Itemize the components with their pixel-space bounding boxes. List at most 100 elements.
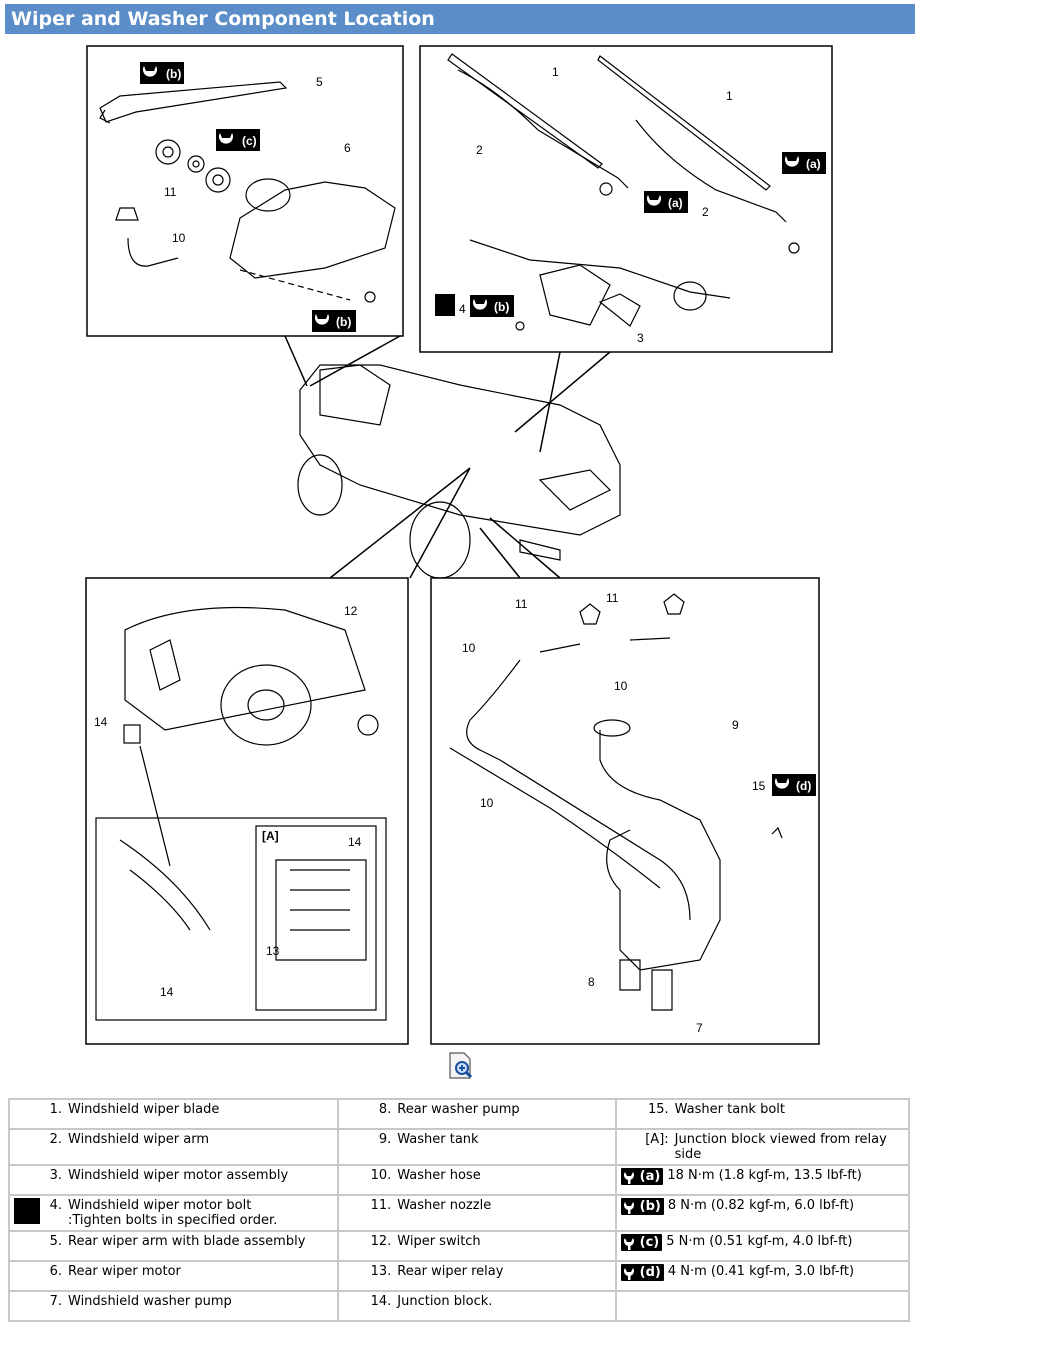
callout-14-bottom: 14 <box>160 985 174 999</box>
torque-tag-a-label-2: (a) <box>668 196 683 210</box>
legend-text: Washer nozzle <box>397 1198 492 1213</box>
legend-number: 11. <box>370 1198 392 1213</box>
tighten-order-icon <box>435 294 455 316</box>
callout-13: 13 <box>266 944 280 958</box>
legend-cell: 14. Junction block. <box>337 1290 617 1322</box>
legend-cell: 3.Windshield wiper motor assembly <box>7 1164 340 1196</box>
legend-number: 2. <box>49 1132 62 1147</box>
legend-cell: (c) 5 N·m (0.51 kgf-m, 4.0 lbf-ft) <box>614 1230 911 1262</box>
legend-text: Junction block viewed from relay side <box>674 1132 887 1162</box>
legend-row: 2. Windshield wiper arm 9. Washer tank [A]: J… <box>7 1128 911 1166</box>
front-wiper-panel <box>419 45 833 353</box>
legend-number: 14. <box>370 1294 392 1309</box>
callout-10-top: 10 <box>462 641 476 655</box>
torque-wrench-icon: (a) <box>620 1168 664 1185</box>
torque-tag-b-label-2: (b) <box>336 315 351 329</box>
legend-text: 8 N·m (0.82 kgf-m, 6.0 lbf-ft) <box>667 1198 855 1213</box>
torque-tag-d-label: (d) <box>796 779 811 793</box>
callout-11-right: 11 <box>606 591 619 605</box>
legend-number: 12. <box>370 1234 392 1249</box>
legend-cell: 9. Washer tank <box>337 1128 617 1166</box>
legend-cell: 13.Rear wiper relay <box>337 1260 617 1292</box>
legend-row: 4. Windshield wiper motor bolt :Tighten b… <box>7 1194 911 1232</box>
legend-text: Windshield wiper motor bolt :Tighten bol… <box>68 1198 278 1228</box>
legend-cell: 11. Washer nozzle <box>337 1194 617 1232</box>
washer-panel <box>430 577 820 1045</box>
legend-cell: 4. Windshield wiper motor bolt :Tighten b… <box>7 1194 340 1232</box>
torque-tag-b-label-3: (b) <box>494 300 509 314</box>
callout-8: 8 <box>588 975 595 989</box>
vehicle-illustration <box>297 364 621 579</box>
legend-cell: 1.Windshield wiper blade <box>7 1098 340 1130</box>
legend-text: Windshield wiper arm <box>68 1132 210 1147</box>
tighten-order-icon <box>14 1198 40 1224</box>
label-A: [A] <box>262 829 279 843</box>
torque-tag-label: (b) <box>639 1199 661 1214</box>
callout-10-mid: 10 <box>614 679 628 693</box>
legend-cell: 15. Washer tank bolt <box>614 1098 911 1130</box>
callout-1-right: 1 <box>726 89 733 103</box>
legend-number: 15. <box>647 1102 669 1117</box>
legend-number: 13. <box>370 1264 392 1279</box>
legend-number: 8. <box>378 1102 392 1117</box>
legend-cell: (d) 4 N·m (0.41 kgf-m, 3.0 lbf-ft) <box>614 1260 911 1292</box>
legend-number: 5. <box>49 1234 62 1249</box>
callout-4: 4 <box>459 302 466 316</box>
legend-number: 10. <box>370 1168 392 1183</box>
legend-text: 5 N·m (0.51 kgf-m, 4.0 lbf-ft) <box>666 1234 853 1249</box>
legend-cell: 12. Wiper switch <box>337 1230 617 1262</box>
callout-6: 6 <box>344 141 351 155</box>
callout-5: 5 <box>316 75 323 89</box>
legend-text: Rear wiper motor <box>68 1264 181 1279</box>
legend-row: 5. Rear wiper arm with blade assembly 12. W… <box>7 1230 911 1262</box>
component-location-diagram: (b) (c) (b) 5 6 11 10 (a) (a) (b) 1 1 2 … <box>0 40 1041 1080</box>
legend-cell: [A]: Junction block viewed from relay sid… <box>614 1128 911 1166</box>
legend-cell: 5. Rear wiper arm with blade assembly <box>7 1230 340 1262</box>
callout-10-bottom: 10 <box>480 796 494 810</box>
legend-cell: (a)18 N·m (1.8 kgf-m, 13.5 lbf-ft) <box>614 1164 911 1196</box>
legend-number: 9. <box>378 1132 392 1147</box>
legend-text: Junction block. <box>397 1294 493 1309</box>
legend-text: 4 N·m (0.41 kgf-m, 3.0 lbf-ft) <box>667 1264 855 1279</box>
callout-1-left: 1 <box>552 65 559 79</box>
legend-cell: 8. Rear washer pump <box>337 1098 617 1130</box>
legend-text: Washer tank bolt <box>674 1102 786 1117</box>
callout-12: 12 <box>344 604 358 618</box>
legend-number: 7. <box>49 1294 62 1309</box>
callout-2-left: 2 <box>476 143 483 157</box>
callout-14-block: 14 <box>348 835 362 849</box>
rear-wiper-arm-shape <box>99 81 288 123</box>
torque-tag-b-label-1: (b) <box>166 67 181 81</box>
rear-wiper-panel <box>86 45 404 337</box>
callout-11-left: 11 <box>515 597 528 611</box>
zoom-in-icon[interactable] <box>448 1052 474 1080</box>
legend-number: 1. <box>49 1102 62 1117</box>
legend-text: Washer tank <box>397 1132 479 1147</box>
legend-text: Rear wiper arm with blade assembly <box>68 1234 306 1249</box>
callout-2-right: 2 <box>702 205 709 219</box>
callout-7: 7 <box>696 1021 703 1035</box>
torque-tag-c-label: (c) <box>242 134 257 148</box>
callout-9: 9 <box>732 718 739 732</box>
callout-3: 3 <box>637 331 644 345</box>
legend-text: Rear washer pump <box>397 1102 520 1117</box>
callout-10: 10 <box>172 231 186 245</box>
legend-cell: 10.Washer hose <box>337 1164 617 1196</box>
legend-cell <box>614 1290 911 1322</box>
legend-number: 4. <box>49 1198 62 1213</box>
torque-wrench-icon: (b) <box>620 1198 664 1215</box>
legend-number: 6. <box>49 1264 62 1279</box>
torque-tag-a-label-1: (a) <box>806 157 821 171</box>
torque-wrench-icon: (c) <box>620 1234 663 1251</box>
dashboard-panel <box>85 577 409 1045</box>
legend-text: Wiper switch <box>397 1234 481 1249</box>
legend-number: [A]: <box>645 1132 669 1147</box>
torque-tag-label: (d) <box>639 1265 661 1280</box>
torque-tag-label: (c) <box>639 1235 660 1250</box>
legend-text: 18 N·m (1.8 kgf-m, 13.5 lbf-ft) <box>667 1168 862 1183</box>
callout-14-top: 14 <box>94 715 108 729</box>
legend-table: 1.Windshield wiper blade 8. Rear washer pu… <box>7 1098 911 1322</box>
